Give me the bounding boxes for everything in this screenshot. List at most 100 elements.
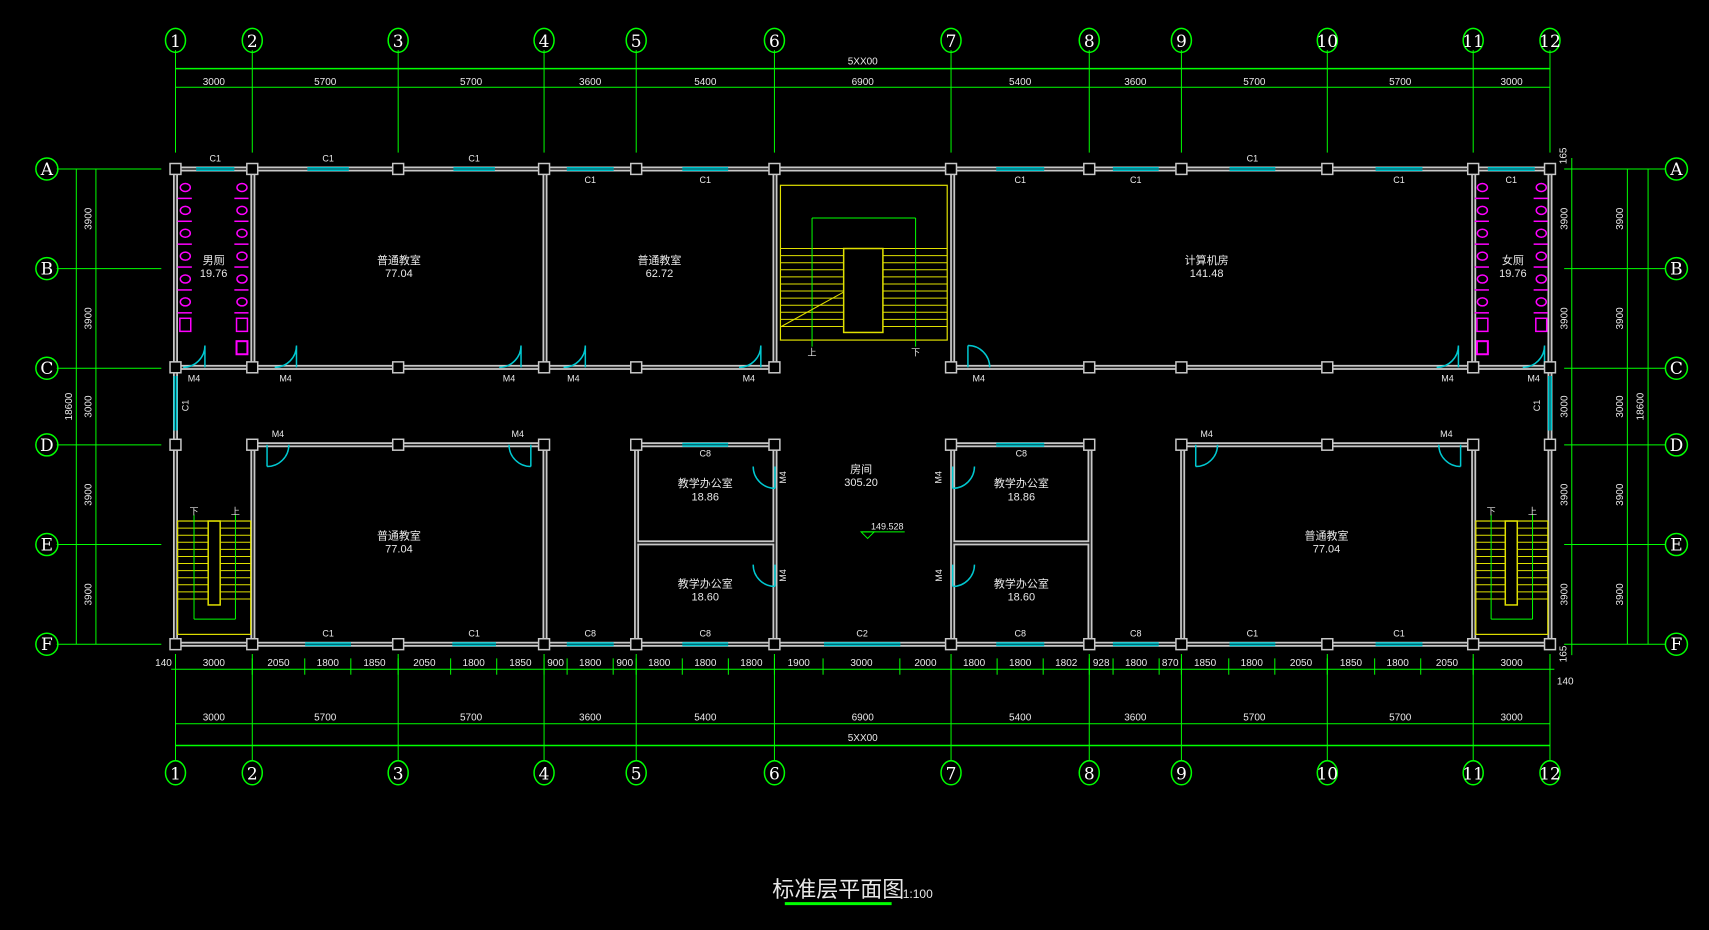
column [1083, 162, 1096, 176]
toilet-fixture-icon [1535, 182, 1548, 193]
column [1466, 637, 1480, 651]
axis-label-4: 4 [539, 764, 550, 784]
dimension-text: 5400 [694, 77, 717, 88]
window-label: C8 [1130, 629, 1142, 639]
axis-label-10: 10 [1316, 32, 1338, 52]
window-label: C8 [1016, 449, 1028, 459]
axis-label-8: 8 [1084, 32, 1095, 52]
dimension-text: 3000 [1615, 395, 1626, 418]
toilet-fixture-icon [1535, 251, 1548, 261]
axis-label-6: 6 [769, 764, 780, 784]
room-area: 18.60 [691, 592, 719, 604]
door-swing [563, 345, 587, 369]
column [630, 438, 643, 451]
dimension-text: 1800 [1009, 658, 1032, 669]
column [1543, 637, 1557, 651]
door-label: M4 [567, 374, 580, 384]
column [1083, 361, 1096, 374]
dimension-text: 3900 [84, 207, 95, 230]
toilet-fixture-icon [179, 251, 192, 261]
dimension-text: 1850 [509, 658, 532, 669]
door-swing [752, 466, 776, 490]
room-area: 62.72 [646, 268, 674, 280]
room-name: 普通教室 [637, 253, 681, 267]
axis-label-C: C [40, 359, 53, 379]
column [1543, 162, 1557, 176]
column [1175, 637, 1188, 651]
axis-bubble-D [35, 433, 59, 457]
stair-down-label: 下 [1487, 506, 1496, 516]
column [391, 162, 405, 176]
door-label: M4 [1200, 429, 1213, 439]
dimension-text: 3900 [1615, 483, 1626, 506]
dimension-text: 165 [1558, 645, 1569, 662]
dimension-text: 1850 [363, 658, 386, 669]
column [1543, 361, 1557, 374]
column [1321, 162, 1334, 176]
door-label: M4 [778, 471, 788, 484]
axis-label-D: D [40, 436, 54, 456]
axis-bubble-C [1664, 356, 1689, 380]
dimension-text: 3900 [84, 483, 95, 506]
axis-bubble-E [1664, 532, 1689, 557]
door-swing [183, 345, 206, 369]
axis-bubble-10 [1316, 27, 1339, 54]
dimension-text: 1800 [463, 658, 486, 669]
dimension-text: 2050 [267, 658, 290, 669]
sink-icon [235, 317, 249, 333]
window-label: C1 [699, 175, 711, 185]
dimension-text: 18600 [1636, 392, 1647, 420]
dimension-text: 3900 [1615, 307, 1626, 330]
room-area: 19.76 [1499, 268, 1527, 280]
axis-bubble-B [1664, 256, 1689, 281]
column [768, 438, 781, 451]
dimension-text: 5400 [1009, 77, 1032, 88]
axis-bubble-F [35, 632, 59, 656]
column [944, 438, 958, 451]
door-swing [266, 444, 290, 468]
room-area: 77.04 [1313, 544, 1341, 556]
column [768, 361, 781, 374]
dimension-text: 5700 [314, 712, 337, 723]
door-swing [1438, 444, 1462, 468]
column [1321, 637, 1334, 651]
dimension-text: 1800 [963, 658, 986, 669]
axis-label-1: 1 [170, 764, 181, 784]
column [1083, 637, 1096, 651]
axis-label-3: 3 [393, 764, 404, 784]
axis-label-4: 4 [539, 32, 550, 52]
axis-bubble-9 [1170, 760, 1193, 786]
axis-label-11: 11 [1462, 764, 1484, 784]
axis-label-10: 10 [1316, 764, 1338, 784]
toilet-fixture-icon [236, 251, 248, 261]
axis-label-A: A [1669, 160, 1683, 180]
axis-label-7: 7 [946, 764, 957, 784]
stair-right-well [1504, 520, 1519, 606]
door-label: M4 [1440, 429, 1453, 439]
room-name: 普通教室 [1305, 529, 1349, 543]
room-area: 77.04 [385, 268, 413, 280]
window-label: C8 [1014, 629, 1026, 639]
dimension-text: 5700 [460, 712, 483, 723]
door-label: M4 [743, 374, 756, 384]
room-name: 普通教室 [377, 529, 421, 543]
elevation-value: 149.528 [871, 522, 904, 532]
column [169, 162, 182, 176]
axis-bubble-2 [241, 27, 264, 54]
toilet-fixture-icon [236, 182, 248, 193]
column [1466, 361, 1480, 374]
dimension-text: 3000 [850, 658, 873, 669]
axis-bubble-9 [1170, 27, 1193, 54]
dimension-text: 6900 [852, 77, 875, 88]
axis-label-E: E [41, 536, 53, 556]
column [1083, 438, 1096, 451]
column [1543, 438, 1557, 451]
dimension-text: 1800 [1241, 658, 1264, 669]
door-swing [752, 564, 776, 588]
room-name: 教学办公室 [994, 577, 1049, 591]
toilet-fixture-icon [1476, 228, 1489, 239]
dimension-text: 3000 [84, 395, 95, 418]
toilet-fixture-icon [236, 205, 248, 216]
dimension-text: 2050 [1290, 658, 1313, 669]
dimension-text: 900 [547, 658, 564, 669]
